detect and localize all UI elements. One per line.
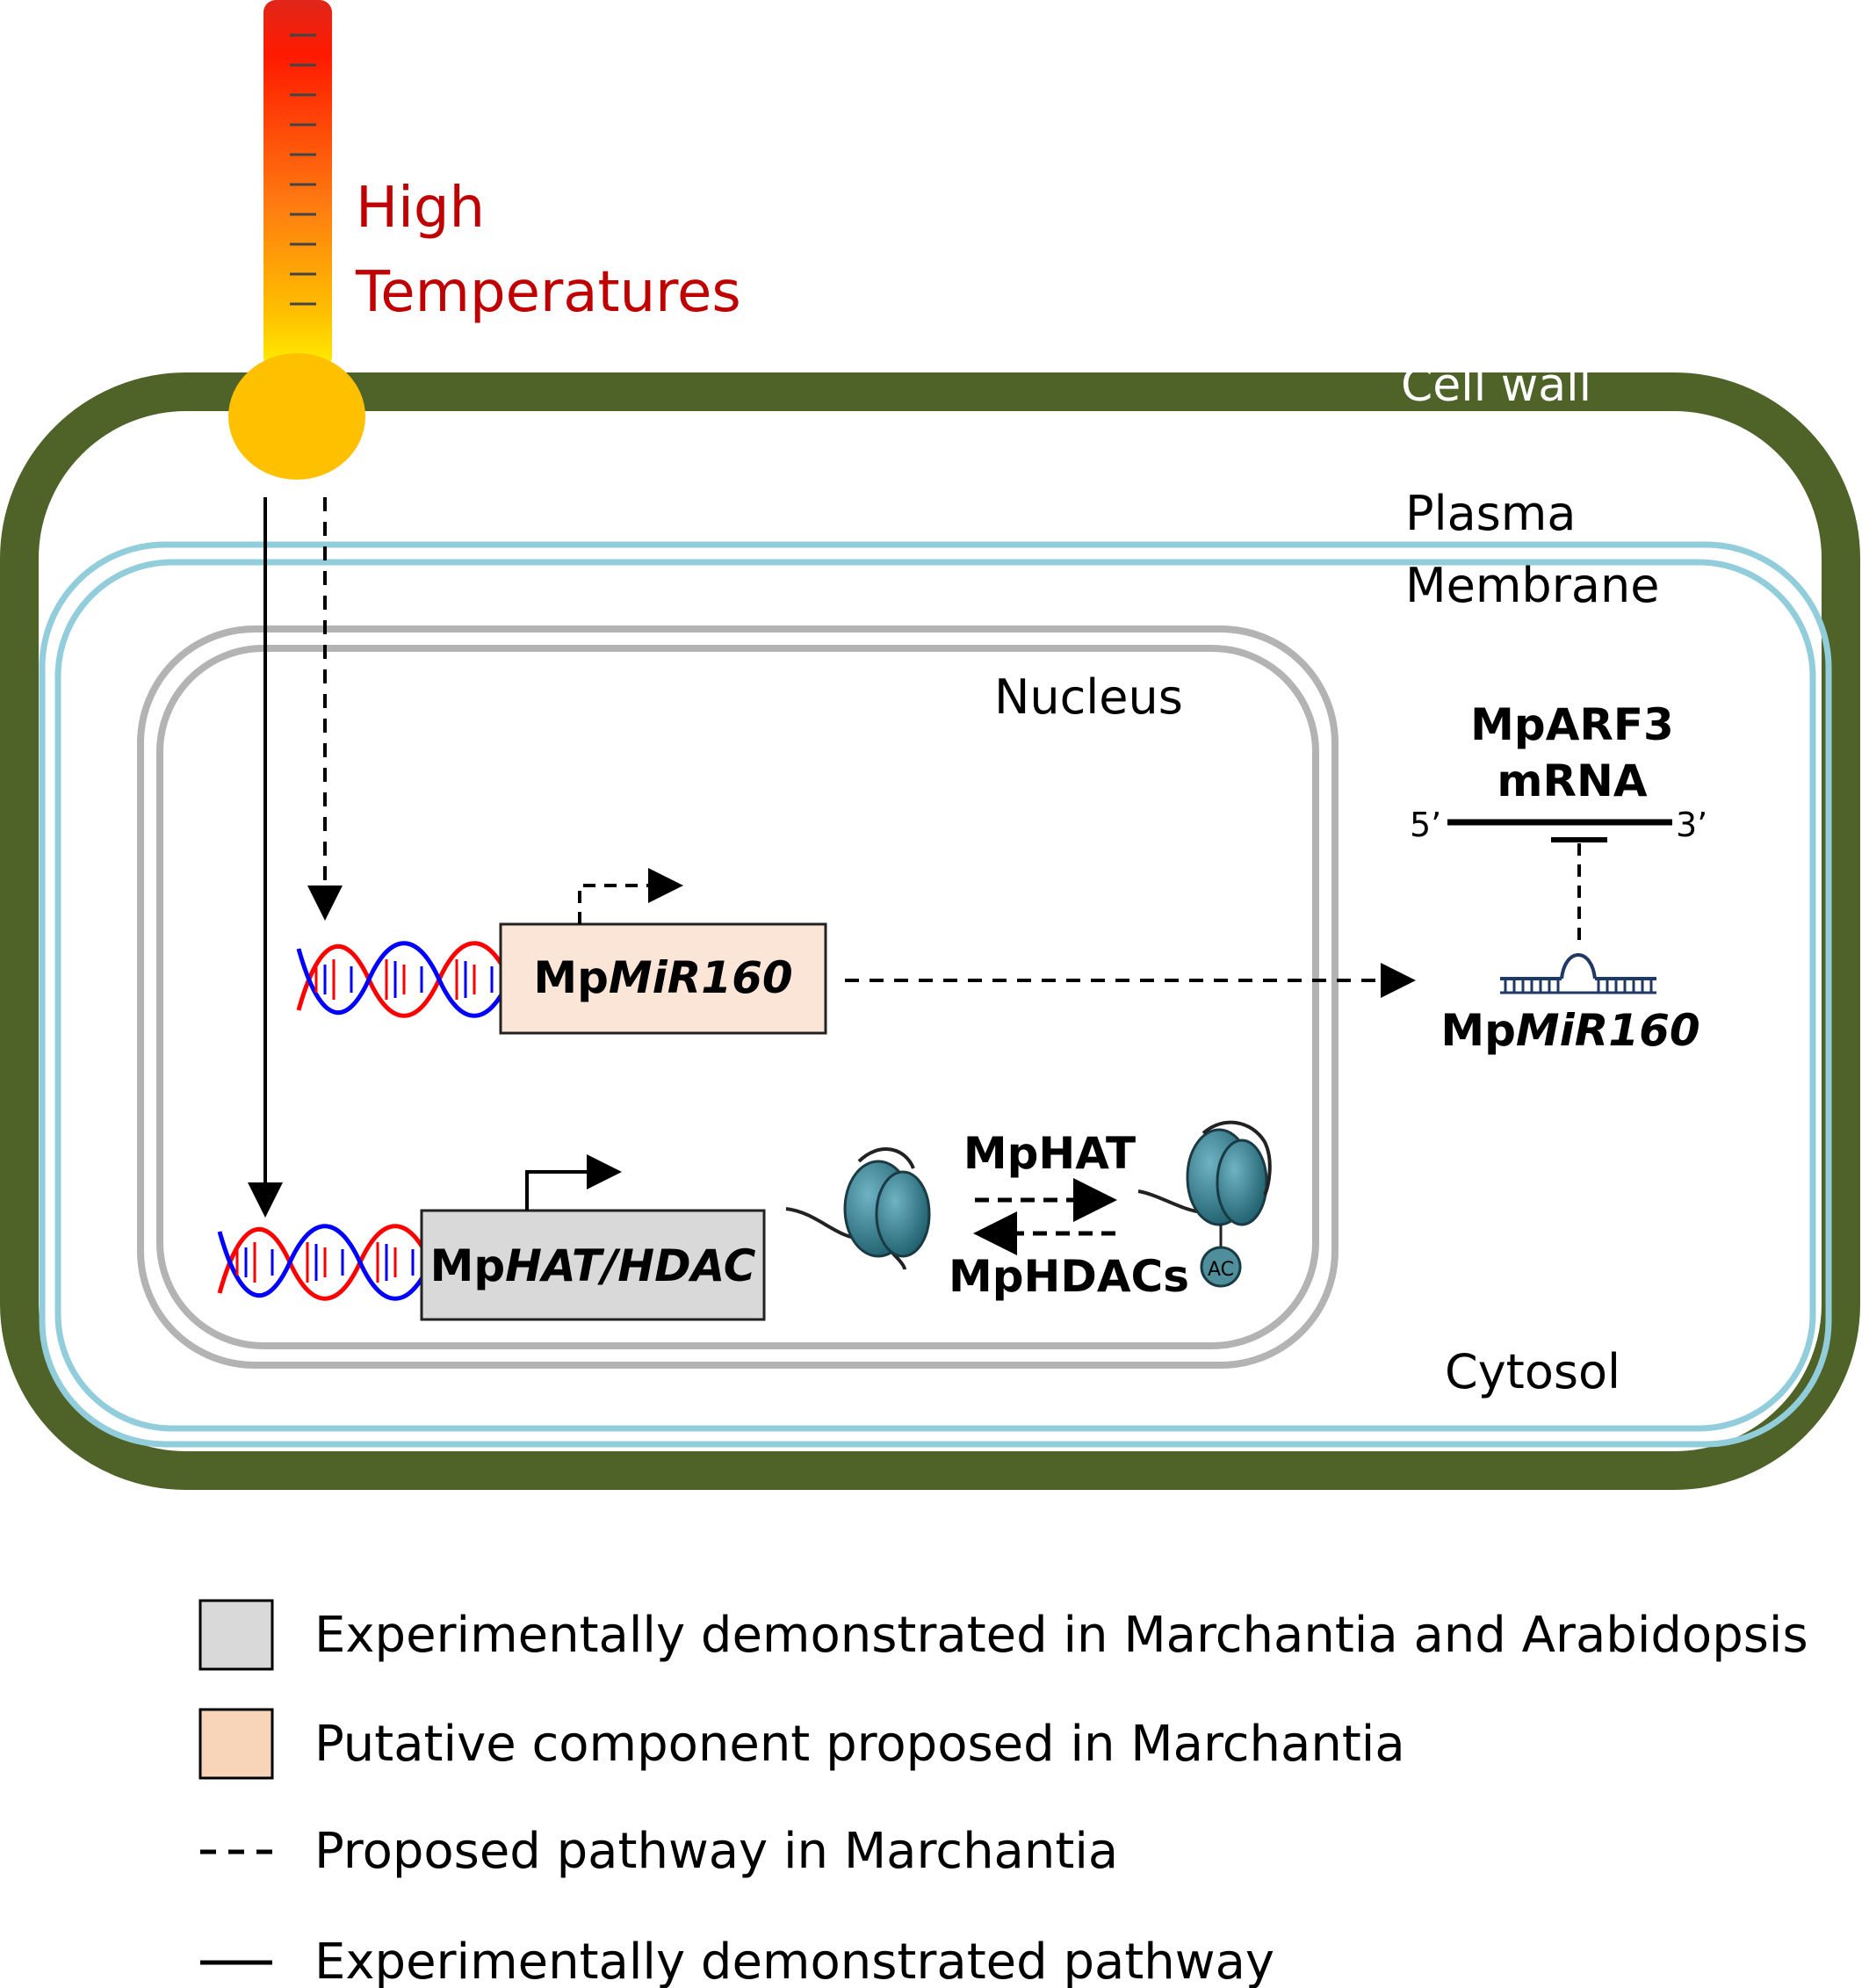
mir160-gene-label: MpMiR160 [533,952,792,1003]
cell-wall-label: Cell wall [1401,359,1591,412]
thermometer-icon [228,0,365,480]
legend-swatch-grey [198,1599,274,1671]
mirna-hairpin-icon [1500,953,1656,994]
plasma-membrane-label-1: Plasma [1405,486,1576,541]
legend-label: Experimentally demonstrated in Marchanti… [314,1607,1808,1664]
legend: Experimentally demonstrated in Marchanti… [198,1599,1808,1988]
plasma-membrane-inner [54,559,1816,1432]
plasma-membrane-outer [39,541,1832,1448]
legend-label: Proposed pathway in Marchantia [314,1823,1118,1880]
hat-label: MpHAT [963,1128,1136,1179]
mirna-label: MpMiR160 [1440,1005,1699,1056]
nucleosome-icon [785,1147,931,1270]
hat-hdac-gene-label: MpHAT/HDAC [430,1240,756,1291]
legend-swatch-orange [198,1708,274,1780]
nucleus-outer [137,625,1339,1369]
mrna-label-2: mRNA [1497,755,1647,806]
hdac-label: MpHDACs [949,1251,1189,1302]
hat-hdac-gene-box [420,1209,766,1321]
hat-transcription-arrow [525,1154,622,1211]
dna-helix-icon [217,1224,433,1301]
nucleus-label: Nucleus [994,669,1183,725]
three-prime-label: 3’ [1676,806,1707,844]
cytosol-label: Cytosol [1445,1344,1620,1399]
mir160-transcription-arrow [578,868,683,924]
nucleus-inner [156,645,1319,1349]
acetylated-nucleosome-icon [1137,1120,1272,1288]
five-prime-label: 5’ [1410,806,1441,844]
mir160-gene-box [499,922,827,1035]
cell-wall [0,372,1860,1490]
dna-helix-icon [296,941,512,1018]
stimulus-label-1: High [356,176,485,241]
legend-label: Experimentally demonstrated pathway [314,1934,1274,1988]
plasma-membrane-label-2: Membrane [1405,558,1659,613]
acetyl-tag-label: AC [1208,1259,1234,1281]
mrna-label-1: MpARF3 [1470,699,1674,750]
legend-label: Putative component proposed in Marchanti… [314,1716,1405,1773]
stimulus-label-2: Temperatures [355,260,741,325]
